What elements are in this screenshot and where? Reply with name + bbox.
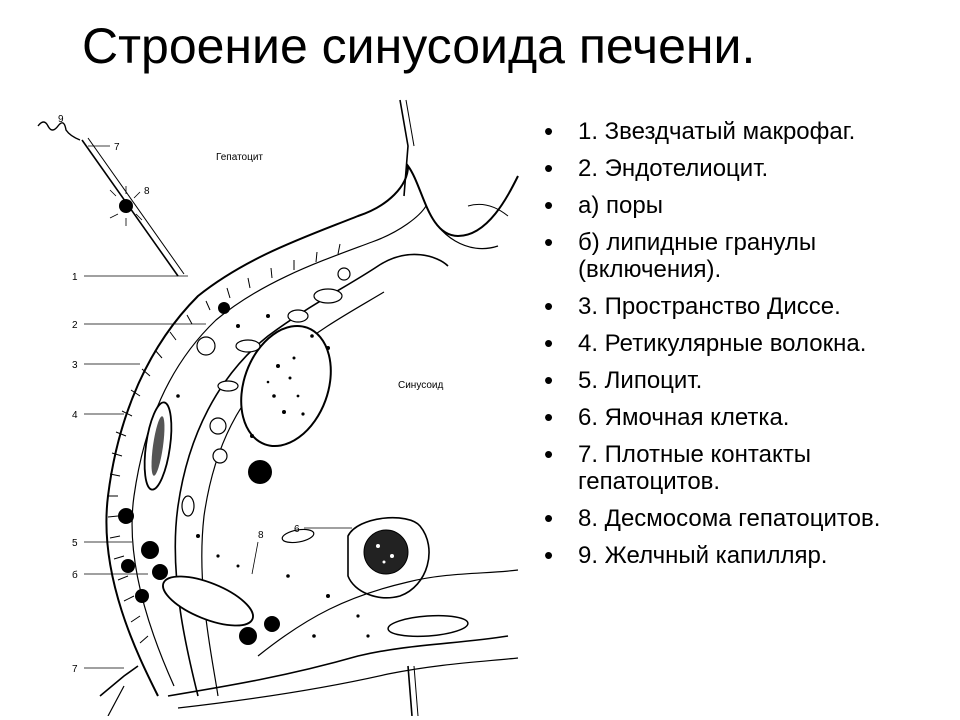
label-7-bottom: 7: [72, 664, 78, 675]
nucleus-lipocyte: [162, 575, 254, 627]
nucleus-main: [240, 324, 332, 448]
label-5: 5: [72, 538, 78, 549]
pit-cell-nucleus: [363, 529, 409, 575]
legend-text: 3. Пространство Диссе.: [578, 293, 841, 320]
legend-item: • а) поры: [540, 190, 950, 220]
label-b: б: [72, 569, 78, 581]
legend-text: 2. Эндотелиоцит.: [578, 155, 769, 182]
label-3: 3: [72, 360, 78, 371]
nucleus-lower-right: [387, 614, 469, 638]
legend-text: 5. Липоцит.: [578, 367, 703, 394]
label-4: 4: [72, 410, 78, 421]
bile-canaliculus: [37, 121, 81, 141]
legend-item: • 1. Звездчатый макрофаг.: [540, 116, 950, 146]
label-9: 9: [58, 114, 64, 125]
legend-item: • б) липидные гранулы (включения).: [540, 227, 950, 284]
bullet-dot: •: [544, 540, 554, 570]
slide-title: Строение синусоида печени.: [82, 18, 756, 74]
legend-text: 6. Ямочная клетка.: [578, 404, 790, 431]
legend-item: • 7. Плотные контакты гепатоцитов.: [540, 439, 950, 496]
legend-text: 4. Ретикулярные волокна.: [578, 330, 867, 357]
bullet-dot: •: [544, 190, 554, 220]
hepatocyte-border: [105, 162, 519, 697]
legend-item: • 8. Десмосома гепатоцитов.: [540, 503, 950, 533]
label-1: 1: [72, 272, 78, 283]
label-8-bottom: 8: [258, 530, 264, 541]
bullet-dot: •: [544, 439, 554, 469]
bullet-dot: •: [544, 153, 554, 183]
legend-item: • 6. Ямочная клетка.: [540, 402, 950, 432]
organelles: [181, 267, 351, 544]
lipid-droplets: [118, 302, 280, 645]
bullet-dot: •: [544, 291, 554, 321]
legend-text: а) поры: [578, 192, 663, 219]
legend-text: 9. Желчный капилляр.: [578, 542, 828, 569]
label-sinusoid: Синусоид: [398, 380, 443, 391]
legend-item: • 9. Желчный капилляр.: [540, 540, 950, 570]
label-7-top: 7: [114, 142, 120, 153]
label-6: 6: [294, 524, 300, 535]
legend-text: б) липидные гранулы (включения).: [578, 229, 817, 283]
legend-item: • 4. Ретикулярные волокна.: [540, 328, 950, 358]
bullet-dot: •: [544, 503, 554, 533]
bullet-dot: •: [544, 328, 554, 358]
bullet-dot: •: [544, 402, 554, 432]
sinusoid-diagram: 9 7 8 1 2 3 4 5 б 7 6 8 Гепатоцит Синусо…: [37, 99, 519, 716]
bullet-dot: •: [544, 227, 554, 257]
label-hepatocyte: Гепатоцит: [216, 152, 263, 163]
legend-text: 1. Звездчатый макрофаг.: [578, 118, 856, 145]
legend-text: 8. Десмосома гепатоцитов.: [578, 505, 881, 532]
legend-item: • 5. Липоцит.: [540, 365, 950, 395]
legend-list: • 1. Звездчатый макрофаг. • 2. Эндотелиоци…: [540, 118, 950, 579]
legend-text: 7. Плотные контакты гепатоцитов.: [578, 441, 811, 495]
bullet-dot: •: [544, 365, 554, 395]
label-2: 2: [72, 320, 78, 331]
label-8-top: 8: [144, 186, 150, 197]
legend-item: • 3. Пространство Диссе.: [540, 291, 950, 321]
bullet-dot: •: [544, 116, 554, 146]
legend-item: • 2. Эндотелиоцит.: [540, 153, 950, 183]
